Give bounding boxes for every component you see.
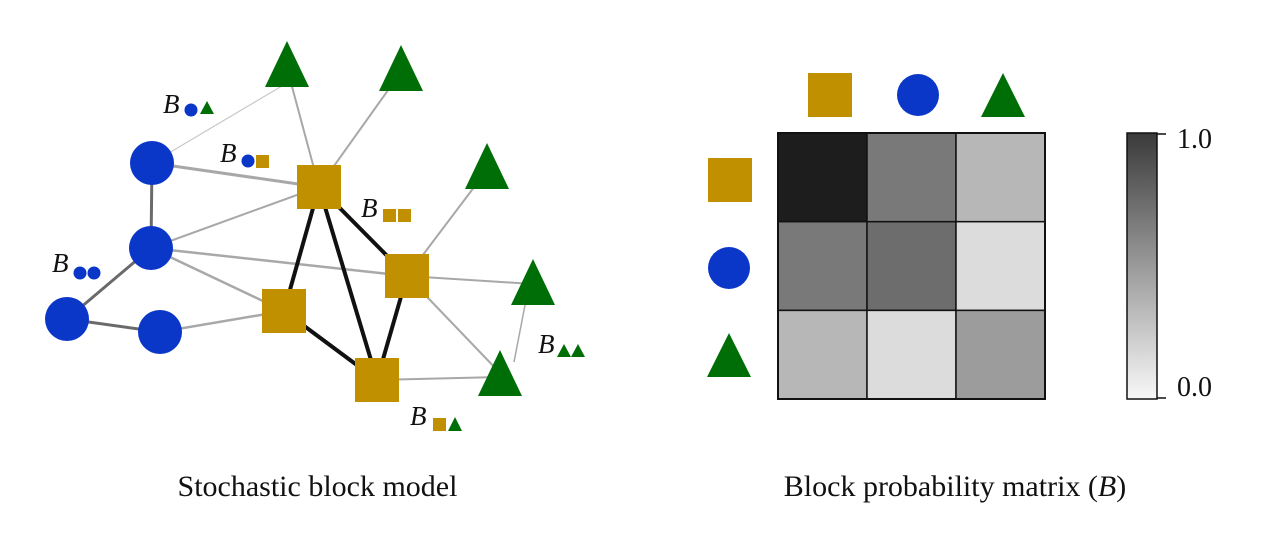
matrix-cell-square-circle bbox=[866, 132, 957, 223]
triangle-node bbox=[478, 350, 522, 396]
triangle-icon bbox=[200, 101, 214, 114]
circle-node bbox=[45, 297, 89, 341]
label-letter: B bbox=[163, 89, 180, 119]
colorbar-min-label: 0.0 bbox=[1177, 372, 1212, 403]
square-icon bbox=[433, 418, 446, 431]
circle-node bbox=[138, 310, 182, 354]
label-letter: B bbox=[220, 138, 237, 168]
triangle-icon bbox=[571, 344, 585, 357]
colorbar bbox=[1126, 132, 1166, 400]
left-caption: Stochastic block model bbox=[177, 470, 458, 503]
edge bbox=[151, 82, 288, 164]
matrix-cell-square-triangle bbox=[955, 132, 1046, 223]
triangle-node bbox=[265, 41, 309, 87]
right-caption-symbol: B bbox=[1097, 470, 1117, 503]
colorbar-max-label: 1.0 bbox=[1177, 124, 1212, 155]
label-circle-square: B bbox=[220, 138, 269, 168]
triangle-node bbox=[511, 259, 555, 305]
right-caption-main: Block probability matrix ( bbox=[783, 470, 1098, 503]
circle-icon bbox=[897, 74, 939, 116]
matrix-cell-circle-triangle bbox=[955, 220, 1046, 312]
label-triangle-triangle: B bbox=[538, 329, 585, 359]
block-probability-matrix bbox=[777, 132, 1046, 400]
colorbar-gradient bbox=[1126, 132, 1158, 400]
triangle-node bbox=[379, 45, 423, 91]
matrix-cell-circle-circle bbox=[866, 220, 957, 312]
square-node bbox=[385, 254, 429, 298]
square-icon bbox=[256, 155, 269, 168]
triangle-icon bbox=[448, 417, 462, 431]
circle-icon bbox=[708, 247, 750, 289]
square-node bbox=[297, 165, 341, 209]
triangle-icon bbox=[707, 333, 751, 377]
label-circle-triangle: B bbox=[163, 89, 214, 119]
circle-icon bbox=[241, 154, 255, 168]
triangle-icon bbox=[557, 344, 571, 357]
label-square-square: B bbox=[361, 193, 411, 223]
edge bbox=[150, 246, 408, 278]
matrix-cell-triangle-circle bbox=[866, 309, 957, 400]
graph-edges bbox=[66, 67, 534, 382]
circle-node bbox=[129, 226, 173, 270]
triangle-node bbox=[465, 143, 509, 189]
label-letter: B bbox=[361, 193, 378, 223]
square-icon bbox=[708, 158, 752, 202]
matrix-cell-triangle-triangle bbox=[955, 309, 1046, 400]
edge bbox=[151, 161, 320, 189]
matrix-cell-circle-square bbox=[777, 220, 868, 312]
circle-icon bbox=[87, 266, 101, 280]
circle-icon bbox=[73, 266, 87, 280]
right-caption-close: ) bbox=[1116, 470, 1127, 503]
edge bbox=[513, 299, 527, 363]
label-letter: B bbox=[410, 401, 427, 431]
circle-icon bbox=[184, 103, 198, 117]
right-caption: Block probability matrix (B) bbox=[640, 470, 1270, 504]
matrix-row-headers bbox=[707, 158, 752, 377]
square-icon bbox=[398, 209, 411, 222]
matrix-column-headers bbox=[808, 73, 1025, 117]
label-circle-circle: B bbox=[52, 248, 101, 280]
triangle-icon bbox=[981, 73, 1025, 117]
square-node bbox=[355, 358, 399, 402]
edge bbox=[150, 186, 320, 249]
circle-node bbox=[130, 141, 174, 185]
edge bbox=[317, 186, 379, 381]
label-letter: B bbox=[538, 329, 555, 359]
label-letter: B bbox=[52, 248, 69, 278]
square-icon bbox=[383, 209, 396, 222]
graph-nodes bbox=[45, 41, 555, 402]
square-icon bbox=[808, 73, 852, 117]
edge bbox=[150, 246, 285, 313]
square-node bbox=[262, 289, 306, 333]
label-square-triangle: B bbox=[410, 401, 462, 431]
matrix-cell-square-square bbox=[777, 132, 868, 223]
matrix-cell-triangle-square bbox=[777, 309, 868, 400]
matrix-border bbox=[777, 132, 1046, 400]
